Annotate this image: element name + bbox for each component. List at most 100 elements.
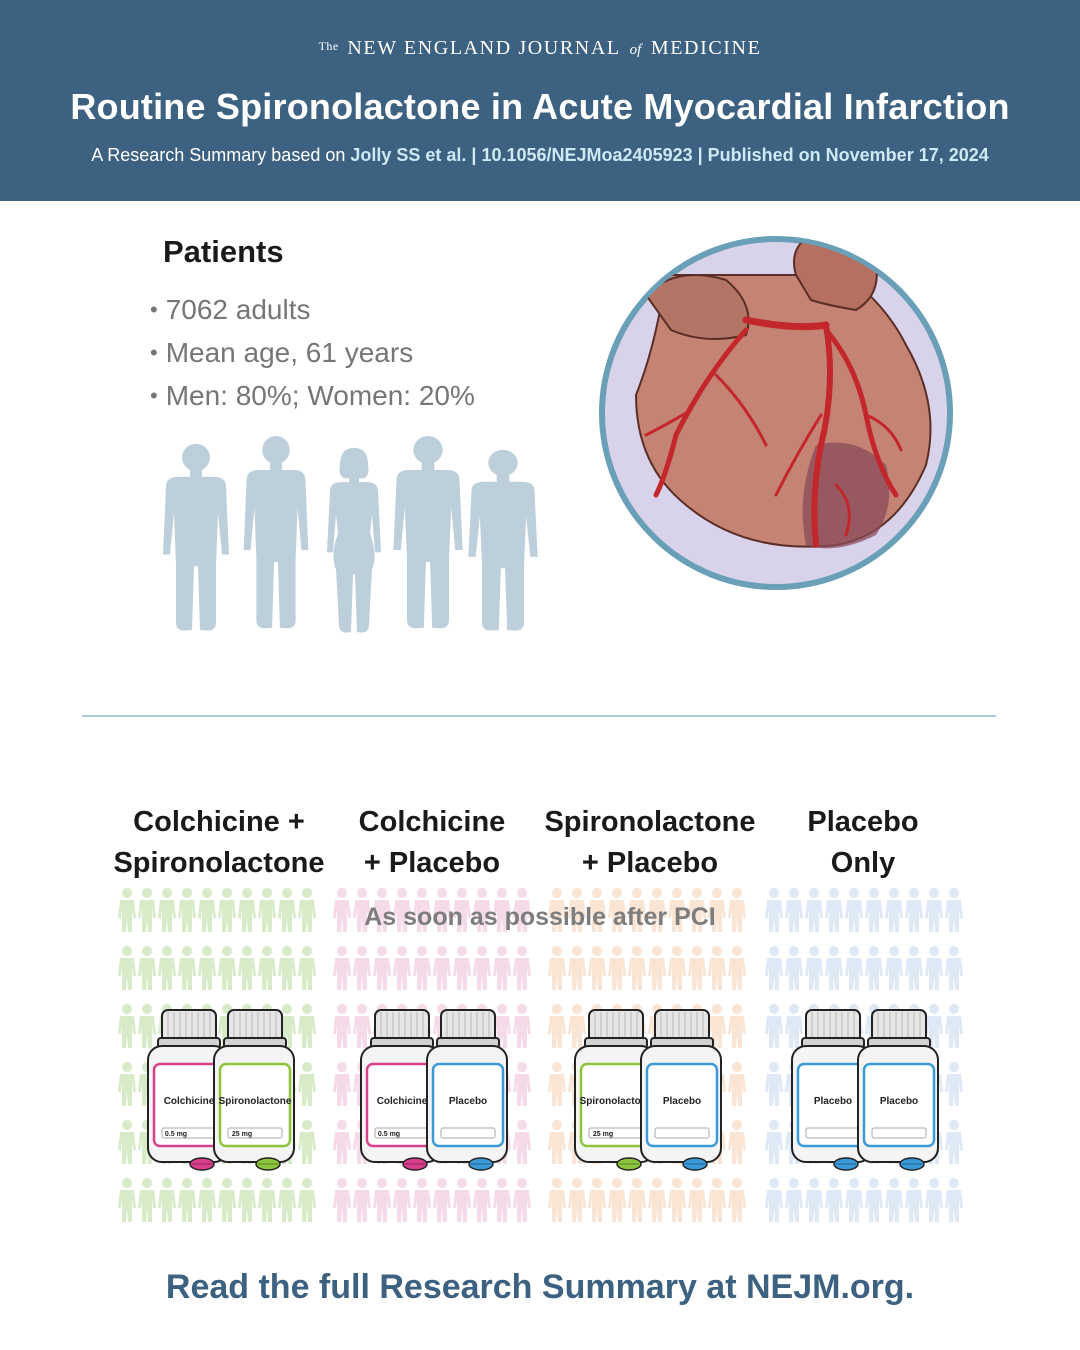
person-icon xyxy=(548,1004,566,1048)
person-icon xyxy=(865,1178,883,1222)
person-icon xyxy=(353,946,371,990)
person-icon xyxy=(513,1004,531,1048)
person-icon xyxy=(628,946,646,990)
person-icon xyxy=(648,946,666,990)
person-icon xyxy=(608,888,626,932)
dose-box xyxy=(227,1127,283,1139)
person-icon xyxy=(218,888,236,932)
person-icon xyxy=(333,946,351,990)
person-icon xyxy=(885,888,903,932)
person-icon xyxy=(708,888,726,932)
person-icon xyxy=(218,946,236,990)
person-icon xyxy=(588,946,606,990)
person-icon xyxy=(353,1004,371,1048)
person-icon xyxy=(728,946,746,990)
person-icon xyxy=(278,946,296,990)
person-icon xyxy=(708,1178,726,1222)
pill-bottle: Placebo xyxy=(791,1009,873,1171)
person-icon xyxy=(493,888,511,932)
citation-link[interactable]: Jolly SS et al. | 10.1056/NEJMoa2405923 … xyxy=(350,145,989,165)
person-icon xyxy=(198,1178,216,1222)
person-icon xyxy=(278,1178,296,1222)
person-icon xyxy=(298,946,316,990)
person-icon xyxy=(158,946,176,990)
person-icon xyxy=(668,888,686,932)
section-divider xyxy=(82,715,996,717)
person-icon xyxy=(453,946,471,990)
person-icon xyxy=(845,946,863,990)
bottle-dose-text: 0.5 mg xyxy=(378,1131,400,1138)
person-icon xyxy=(178,888,196,932)
person-icon xyxy=(728,888,746,932)
person-icon xyxy=(668,946,686,990)
person-icon xyxy=(548,888,566,932)
footer-link[interactable]: Read the full Research Summary at NEJM.o… xyxy=(165,1268,915,1306)
person-icon xyxy=(648,1178,666,1222)
person-icon xyxy=(333,888,351,932)
group-label-spironolactone-placebo: Spironolactone+ Placebo xyxy=(544,806,756,879)
journal-masthead: The NEW ENGLAND JOURNAL of MEDICINE xyxy=(318,37,762,59)
person-icon xyxy=(393,888,411,932)
person-icon xyxy=(178,946,196,990)
person-icon xyxy=(568,1178,586,1222)
person-icon xyxy=(805,946,823,990)
person-icon xyxy=(118,946,136,990)
person-icon xyxy=(393,1178,411,1222)
person-icon xyxy=(513,1062,531,1106)
person-icon xyxy=(258,1178,276,1222)
bottle-label-text: Placebo xyxy=(814,1096,852,1107)
person-icon xyxy=(453,888,471,932)
person-icon xyxy=(373,1178,391,1222)
person-icon xyxy=(805,1178,823,1222)
person-icon xyxy=(413,888,431,932)
person-icon xyxy=(548,1120,566,1164)
heart-illustration xyxy=(599,236,953,590)
person-icon xyxy=(628,1178,646,1222)
person-icon xyxy=(433,888,451,932)
bottle-label xyxy=(218,1062,292,1148)
bottle-label-text: Placebo xyxy=(449,1096,487,1107)
person-icon xyxy=(728,1120,746,1164)
person-icon xyxy=(945,946,963,990)
person-icon xyxy=(765,1120,783,1164)
bottle-label-text: Placebo xyxy=(880,1096,918,1107)
person-icon xyxy=(413,946,431,990)
bottle-dose-text: 0.5 mg xyxy=(165,1131,187,1138)
person-icon xyxy=(688,946,706,990)
person-icon xyxy=(373,946,391,990)
person-icon xyxy=(333,1178,351,1222)
person-icon xyxy=(513,1120,531,1164)
bottle-label-text: Colchicine xyxy=(164,1096,215,1107)
person-icon xyxy=(118,888,136,932)
bottle-label-text: Placebo xyxy=(663,1096,701,1107)
pill xyxy=(899,1157,925,1171)
person-icon xyxy=(728,1004,746,1048)
person-icon xyxy=(925,1004,943,1048)
person-icon xyxy=(608,1178,626,1222)
person-icon xyxy=(945,1004,963,1048)
person-icon xyxy=(845,888,863,932)
person-icon xyxy=(473,888,491,932)
person-icon xyxy=(198,888,216,932)
person-icon xyxy=(785,888,803,932)
person-icon xyxy=(238,888,256,932)
person-icon xyxy=(628,888,646,932)
person-icon xyxy=(945,1062,963,1106)
bottle-label xyxy=(431,1062,505,1148)
pill xyxy=(682,1157,708,1171)
person-icon xyxy=(925,946,943,990)
bottle-label-text: Spironolactone xyxy=(219,1096,292,1107)
person-icon xyxy=(765,1178,783,1222)
person-icon xyxy=(198,946,216,990)
person-icon xyxy=(588,888,606,932)
person-icon xyxy=(333,1120,351,1164)
dose-box xyxy=(871,1127,927,1139)
header-banner: The NEW ENGLAND JOURNAL of MEDICINE Rout… xyxy=(0,0,1080,201)
person-icon xyxy=(118,1178,136,1222)
patients-heading: Patients xyxy=(163,234,284,269)
page-title: Routine Spironolactone in Acute Myocardi… xyxy=(70,86,1010,127)
